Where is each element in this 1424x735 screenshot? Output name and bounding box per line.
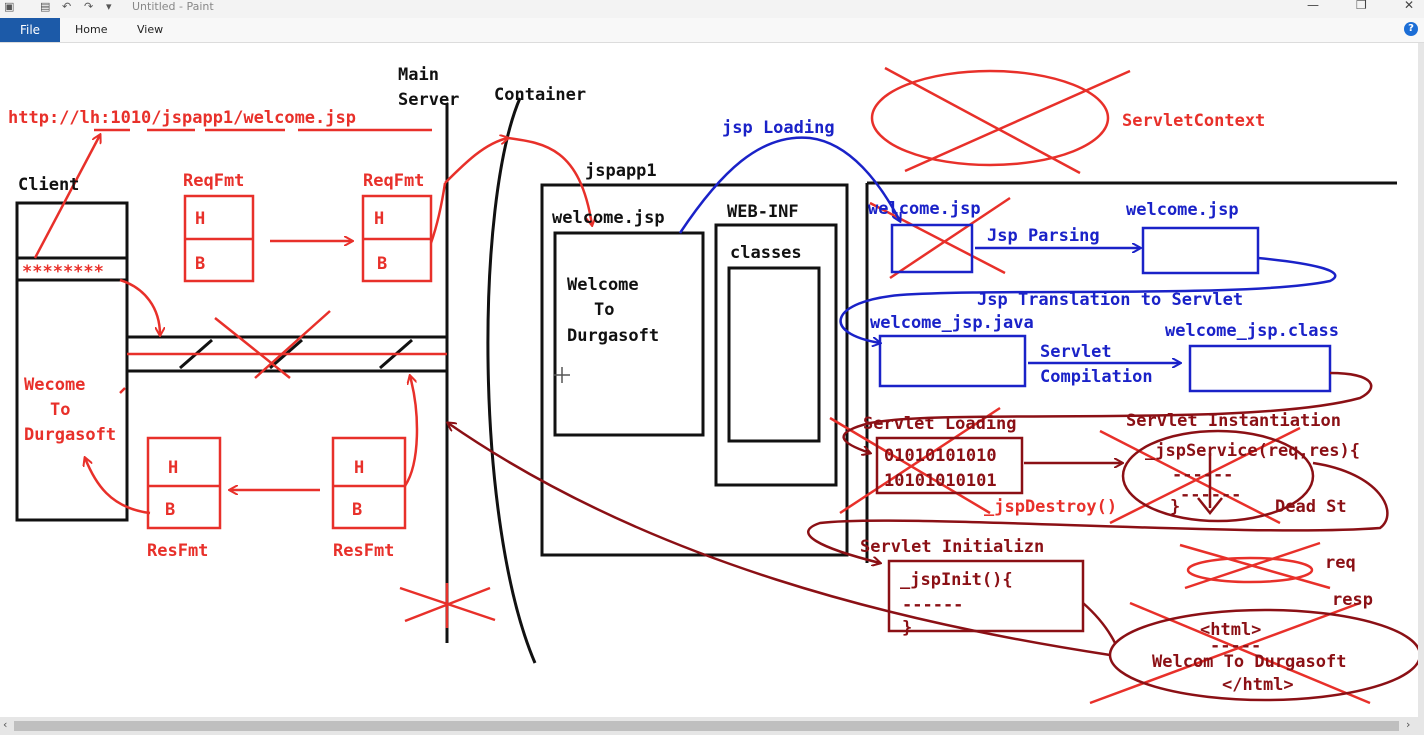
html-open-tag: <html> (1200, 620, 1261, 640)
resfmt-1-header: H (168, 458, 178, 478)
html-dashes: ----- (1210, 636, 1261, 656)
response-format-box-1 (146, 436, 222, 530)
client-page-line-1: Wecome (24, 375, 85, 395)
client-label: Client (18, 175, 79, 195)
html-body-text: Welcom To Durgasoft (1152, 652, 1346, 672)
welcome-jsp-parsed-label: welcome.jsp (1126, 200, 1239, 220)
reqfmt-1-header: H (195, 209, 205, 229)
welcome-jsp-source-label: welcome.jsp (868, 199, 981, 219)
horizontal-scrollbar[interactable]: ‹ › (0, 717, 1424, 735)
reqfmt-label-2: ReqFmt (363, 171, 424, 191)
customize-toolbar-icon[interactable]: ▾ (106, 0, 112, 13)
welcome-jsp-source-box (890, 223, 974, 274)
classes-label: classes (730, 243, 802, 263)
scroll-right-icon[interactable]: › (1406, 718, 1411, 731)
dead-state-label: Dead St (1275, 497, 1347, 517)
web-inf-label: WEB-INF (727, 202, 799, 222)
response-format-box-2 (331, 436, 407, 530)
resfmt-label-1: ResFmt (147, 541, 208, 561)
jsp-init-body: ------ (902, 595, 963, 615)
container-label: Container (494, 85, 586, 105)
jsp-init-method: _jspInit(){ (900, 570, 1013, 590)
resfmt-2-header: H (354, 458, 364, 478)
jsp-init-close: } (902, 618, 912, 638)
request-url: http://lh:1010/jspapp1/welcome.jsp (8, 108, 356, 128)
redo-icon[interactable]: ↷ (84, 0, 94, 13)
drawing-canvas[interactable]: Main Server Container Client jspapp1 wel… (0, 43, 1424, 717)
vertical-scrollbar[interactable] (1418, 43, 1424, 717)
tab-home[interactable]: Home (75, 23, 108, 36)
container-arc (486, 97, 537, 664)
canvas-drawing: Main Server Container Client jspapp1 wel… (8, 65, 1422, 705)
welcome-jsp-parsed-box (1141, 226, 1260, 275)
paint-app-icon: ▣ (4, 0, 15, 13)
password-field-value: ******** (22, 262, 104, 282)
main-server-label-1: Main (398, 65, 439, 85)
bytecode-line-2: 10101010101 (884, 471, 997, 491)
servlet-context-ellipse (870, 69, 1110, 167)
reqfmt-1-body: B (195, 254, 205, 274)
jsp-destroy-method: _jspDestroy() (984, 497, 1117, 517)
welcome-jsp-java-label: welcome_jsp.java (870, 313, 1034, 333)
welcome-jsp-java-box (878, 334, 1027, 388)
classes-box (727, 266, 821, 443)
window-title: Untitled - Paint (132, 0, 214, 13)
jsp-service-close: } (1170, 497, 1180, 517)
scroll-thumb[interactable] (14, 721, 1399, 731)
welcome-jsp-box (553, 231, 705, 437)
undo-icon[interactable]: ↶ (62, 0, 72, 13)
servlet-instantiation-ellipse (1121, 429, 1315, 523)
resfmt-1-body: B (165, 500, 175, 520)
tab-file[interactable]: File (0, 18, 60, 42)
welcome-jsp-class-label: welcome_jsp.class (1165, 321, 1339, 341)
jspapp1-folder-box (540, 183, 849, 557)
servlet-compilation-label-2: Compilation (1040, 367, 1153, 387)
reqfmt-label-1: ReqFmt (183, 171, 244, 191)
html-close-tag: </html> (1222, 675, 1294, 695)
welcome-jsp-class-box (1188, 344, 1332, 393)
jsp-page-line-3: Durgasoft (567, 326, 659, 346)
reqfmt-2-header: H (374, 209, 384, 229)
scroll-left-icon[interactable]: ‹ (3, 718, 8, 731)
client-page-line-3: Durgasoft (24, 425, 116, 445)
servlet-loading-label: Servlet Loading (863, 414, 1017, 434)
jsp-page-line-2: To (594, 300, 614, 320)
help-icon[interactable]: ? (1404, 22, 1418, 36)
jsp-loading-label: jsp Loading (722, 118, 835, 138)
jsp-page-line-1: Welcome (567, 275, 639, 295)
client-page-line-2: To (50, 400, 70, 420)
resp-label: resp (1332, 590, 1373, 610)
jsp-translation-label: Jsp Translation to Servlet (977, 290, 1243, 310)
tab-view[interactable]: View (137, 23, 164, 36)
jsp-service-body-2: ------ (1180, 485, 1241, 505)
jspapp1-label: jspapp1 (585, 161, 657, 181)
reqfmt-2-body: B (377, 254, 387, 274)
jsp-parsing-label: Jsp Parsing (987, 226, 1100, 246)
resfmt-2-body: B (352, 500, 362, 520)
servlet-init-label: Servlet Initializn (860, 537, 1044, 557)
servlet-compilation-label-1: Servlet (1040, 342, 1112, 362)
servlet-context-label: ServletContext (1122, 111, 1265, 131)
welcome-jsp-file-label: welcome.jsp (552, 208, 665, 228)
servlet-loading-box (875, 436, 1024, 495)
req-label: req (1325, 553, 1356, 573)
resfmt-label-2: ResFmt (333, 541, 394, 561)
bytecode-line-1: 01010101010 (884, 446, 997, 466)
web-inf-box (714, 223, 838, 487)
close-icon[interactable]: ✕ (1404, 0, 1415, 12)
save-icon[interactable]: ▤ (40, 0, 51, 13)
jsp-service-body-1: ------ (1172, 465, 1233, 485)
main-server-label-2: Server (398, 90, 459, 110)
jsp-init-box (887, 559, 1085, 633)
minimize-icon[interactable]: — (1307, 0, 1319, 12)
title-bar: ▣ ▤ ↶ ↷ ▾ Untitled - Paint — ❐ ✕ (0, 0, 1424, 18)
ribbon-tabs: File Home View ? (0, 18, 1424, 43)
jsp-service-method: _jspService(req,res){ (1145, 441, 1360, 461)
servlet-instantiation-label: Servlet Instantiation (1126, 411, 1341, 431)
client-browser-box (15, 201, 129, 522)
maximize-icon[interactable]: ❐ (1356, 0, 1367, 12)
